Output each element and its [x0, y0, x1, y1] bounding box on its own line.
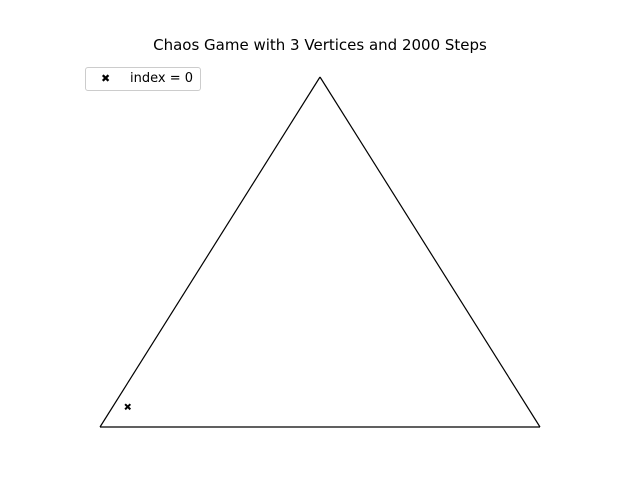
legend-marker-x-icon: ✖: [101, 72, 111, 85]
data-point: [124, 403, 132, 411]
legend-label: index = 0: [130, 71, 193, 86]
chart-title: Chaos Game with 3 Vertices and 2000 Step…: [153, 36, 487, 54]
plot-area: [99, 76, 541, 428]
legend: ✖ index = 0: [85, 67, 201, 91]
triangle-edge: [99, 76, 321, 428]
triangle-edge: [319, 76, 541, 428]
